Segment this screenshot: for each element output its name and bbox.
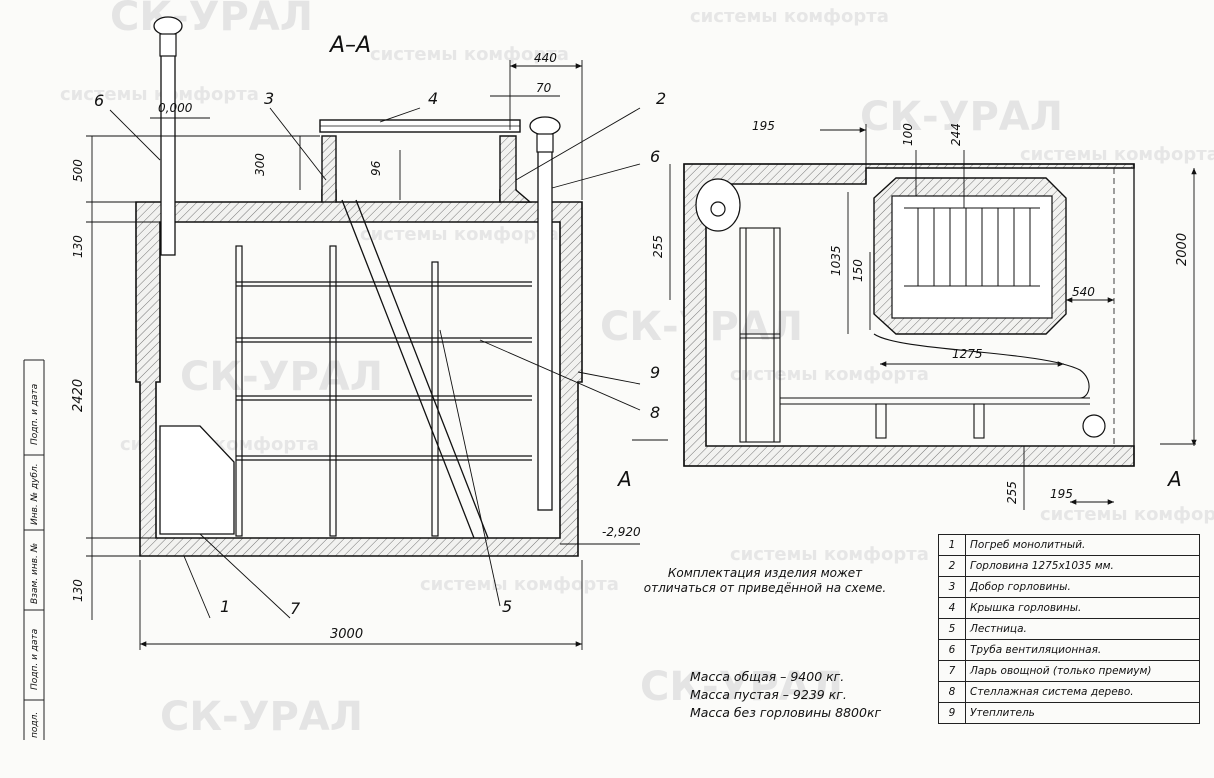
vent-pipe-left — [160, 54, 176, 256]
svg-text:СК-УРАЛ: СК-УРАЛ — [160, 694, 363, 740]
svg-text:440: 440 — [534, 51, 557, 65]
svg-text:500: 500 — [71, 159, 85, 182]
svg-text:2000: 2000 — [1175, 233, 1190, 266]
svg-text:СК-УРАЛ: СК-УРАЛ — [860, 94, 1063, 140]
svg-text:2420: 2420 — [71, 379, 86, 412]
section-mark-right: A — [1166, 467, 1182, 491]
svg-text:244: 244 — [949, 123, 963, 146]
svg-text:300: 300 — [253, 153, 267, 176]
svg-text:1275: 1275 — [952, 347, 983, 361]
svg-text:6: 6 — [94, 91, 104, 110]
svg-text:системы комфорта: системы комфорта — [420, 574, 619, 595]
svg-text:системы комфорта: системы комфорта — [60, 84, 259, 105]
ladder — [341, 199, 489, 539]
svg-text:1035: 1035 — [829, 245, 843, 276]
section-title: А–А — [328, 33, 371, 58]
watermark-layer: СК-УРАЛ СК-УРАЛ СК-УРАЛ СК-УРАЛ СК-УРАЛ … — [60, 0, 1214, 740]
stamp-cell-5: подл. — [30, 711, 40, 738]
drawing-sheet: СК-УРАЛ СК-УРАЛ СК-УРАЛ СК-УРАЛ СК-УРАЛ … — [23, 0, 1214, 740]
svg-text:100: 100 — [901, 123, 915, 146]
section-view: А–А — [71, 16, 666, 650]
svg-text:70: 70 — [536, 81, 552, 95]
svg-text:СК-УРАЛ: СК-УРАЛ — [180, 354, 383, 400]
svg-text:1: 1 — [220, 597, 230, 616]
svg-text:4: 4 — [428, 89, 438, 108]
svg-text:0,000: 0,000 — [158, 101, 193, 115]
svg-text:7: 7 — [290, 599, 301, 618]
svg-text:5: 5 — [502, 597, 512, 616]
mass-notes: Масса общая – 9400 кг. Масса пустая – 92… — [690, 668, 950, 722]
shelving-system — [235, 245, 532, 537]
svg-text:системы комфорта: системы комфорта — [360, 224, 559, 245]
svg-text:системы комфорта: системы комфорта — [730, 364, 929, 385]
svg-text:255: 255 — [1005, 481, 1019, 504]
svg-text:130: 130 — [71, 235, 85, 258]
svg-text:130: 130 — [71, 579, 85, 602]
sheet-frame — [23, 359, 45, 740]
section-mark-left: A — [616, 467, 632, 491]
svg-text:3: 3 — [264, 89, 274, 108]
plan-view: 195 100 244 255 1035 150 540 1275 2000 2… — [616, 119, 1197, 510]
svg-text:системы комфорта: системы комфорта — [690, 6, 889, 27]
svg-text:системы комфорта: системы комфорта — [1040, 504, 1214, 525]
svg-text:9: 9 — [650, 363, 660, 382]
svg-text:195: 195 — [752, 119, 775, 133]
svg-text:системы комфорта: системы комфорта — [370, 44, 569, 65]
mass-no-neck: Масса без горловины 8800кг — [690, 705, 882, 720]
svg-text:СК-УРАЛ: СК-УРАЛ — [640, 664, 843, 710]
svg-text:195: 195 — [1050, 487, 1073, 501]
svg-text:6: 6 — [650, 147, 660, 166]
svg-text:-2,920: -2,920 — [602, 525, 641, 539]
vent-pipe-right — [537, 149, 553, 511]
svg-text:2: 2 — [656, 89, 666, 108]
svg-text:540: 540 — [1072, 285, 1095, 299]
svg-text:СК-УРАЛ: СК-УРАЛ — [110, 0, 313, 40]
mass-total: Масса общая – 9400 кг. — [690, 669, 845, 684]
vegetable-box — [159, 425, 235, 535]
svg-text:96: 96 — [369, 160, 383, 176]
svg-text:системы комфорта: системы комфорта — [1020, 144, 1214, 165]
svg-text:3000: 3000 — [330, 627, 363, 642]
completeness-note: Комплектация изделия может отличаться от… — [643, 566, 887, 595]
svg-text:8: 8 — [650, 403, 660, 422]
svg-text:255: 255 — [651, 235, 665, 258]
svg-text:150: 150 — [851, 259, 865, 282]
svg-text:системы комфорта: системы комфорта — [730, 544, 929, 565]
mass-empty: Масса пустая – 9239 кг. — [690, 687, 847, 702]
technical-drawing: СК-УРАЛ СК-УРАЛ СК-УРАЛ СК-УРАЛ СК-УРАЛ … — [23, 0, 1214, 740]
